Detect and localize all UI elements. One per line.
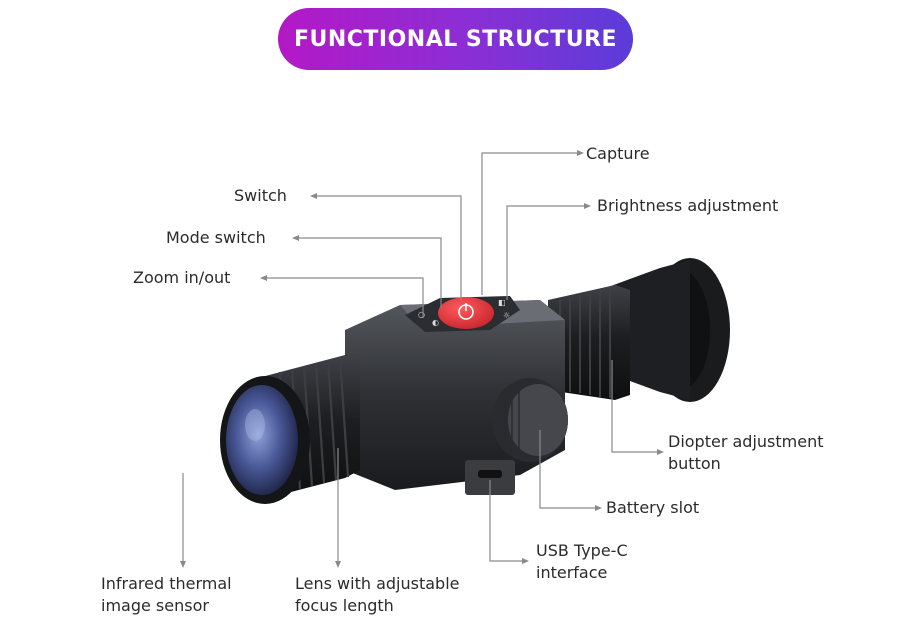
main-body	[345, 300, 568, 495]
label-brightness: Brightness adjustment	[597, 196, 779, 215]
label-sensor-line2: image sensor	[101, 596, 209, 615]
label-sensor-line1: Infrared thermal	[101, 574, 232, 593]
label-sensor: Infrared thermal image sensor	[101, 573, 232, 617]
label-lens-line1: Lens with adjustable	[295, 574, 460, 593]
svg-text:☼: ☼	[503, 311, 510, 320]
title-banner: FUNCTIONAL STRUCTURE	[278, 8, 633, 70]
label-lens-line2: focus length	[295, 596, 394, 615]
capture-button	[438, 297, 494, 329]
label-mode-switch: Mode switch	[166, 228, 266, 247]
label-battery: Battery slot	[606, 498, 700, 517]
label-diopter: Diopter adjustment button	[668, 431, 824, 475]
label-diopter-line1: Diopter adjustment	[668, 432, 824, 451]
label-switch: Switch	[234, 186, 287, 205]
infrared-sensor-lens	[220, 376, 310, 504]
label-diopter-line2: button	[668, 454, 721, 473]
label-usb-line1: USB Type-C	[536, 541, 628, 560]
leader-lines	[180, 150, 664, 568]
control-panel: ○ ◐ ◧ ☼	[405, 296, 520, 332]
label-usb-line2: interface	[536, 563, 608, 582]
label-capture: Capture	[586, 144, 650, 163]
svg-text:◐: ◐	[432, 318, 439, 327]
label-zoom: Zoom in/out	[133, 268, 231, 287]
page-title: FUNCTIONAL STRUCTURE	[293, 26, 618, 52]
label-usb: USB Type-C interface	[536, 540, 628, 584]
svg-text:◧: ◧	[498, 298, 506, 307]
label-lens: Lens with adjustable focus length	[295, 573, 459, 617]
svg-text:○: ○	[418, 310, 425, 319]
